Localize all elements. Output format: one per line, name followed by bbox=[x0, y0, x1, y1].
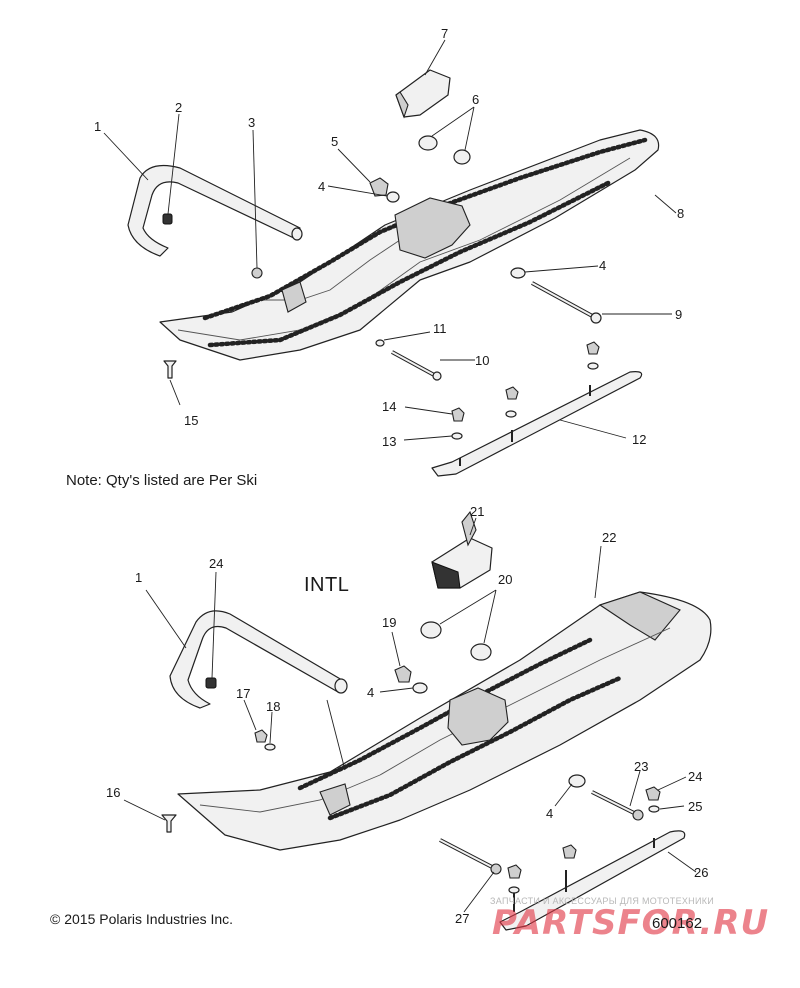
callout-2: 2 bbox=[175, 100, 182, 115]
callout-24: 24 bbox=[688, 769, 702, 784]
callout-22: 22 bbox=[602, 530, 616, 545]
callout-4: 4 bbox=[367, 685, 374, 700]
callout-9: 9 bbox=[675, 307, 682, 322]
callout-6: 6 bbox=[472, 92, 479, 107]
callout-21: 21 bbox=[470, 504, 484, 519]
callout-12: 12 bbox=[632, 432, 646, 447]
callout-24: 24 bbox=[209, 556, 223, 571]
callout-1: 1 bbox=[94, 119, 101, 134]
leader-lines-intl bbox=[123, 517, 697, 913]
wear-bar-intl bbox=[499, 830, 686, 931]
callout-1: 1 bbox=[135, 570, 142, 585]
callout-4: 4 bbox=[599, 258, 606, 273]
callout-13: 13 bbox=[382, 434, 396, 449]
callout-5: 5 bbox=[331, 134, 338, 149]
copyright-text: © 2015 Polaris Industries Inc. bbox=[50, 911, 234, 927]
callout-18: 18 bbox=[266, 699, 280, 714]
callout-25: 25 bbox=[688, 799, 702, 814]
callout-15: 15 bbox=[184, 413, 198, 428]
watermark-logo: PARTSFOR.RU bbox=[492, 903, 770, 943]
callout-23: 23 bbox=[634, 759, 648, 774]
ski-handle-intl bbox=[169, 610, 343, 709]
intl-label: INTL bbox=[304, 574, 350, 596]
wear-bar-top bbox=[431, 371, 643, 477]
callout-3: 3 bbox=[248, 115, 255, 130]
callout-4: 4 bbox=[546, 806, 553, 821]
callout-8: 8 bbox=[677, 206, 684, 221]
watermark-subtitle: ЗАПЧАСТИ И АКСЕССУАРЫ ДЛЯ МОТОТЕХНИКИ bbox=[490, 896, 715, 906]
quantity-note: Note: Qty's listed are Per Ski bbox=[66, 472, 258, 489]
callout-16: 16 bbox=[106, 785, 120, 800]
diagram-number: 600162 bbox=[652, 915, 703, 932]
callout-7: 7 bbox=[441, 26, 448, 41]
ski-assembly-intl bbox=[161, 510, 712, 931]
ski-assembly-top bbox=[127, 69, 660, 477]
leader-lines-top bbox=[103, 39, 677, 441]
callout-27: 27 bbox=[455, 911, 469, 926]
callout-11: 11 bbox=[433, 321, 447, 336]
callout-17: 17 bbox=[236, 686, 250, 701]
callout-14: 14 bbox=[382, 399, 396, 414]
callout-19: 19 bbox=[382, 615, 396, 630]
callout-20: 20 bbox=[498, 572, 512, 587]
callouts-top: 1 2 3 5 4 7 6 8 4 9 11 10 15 14 13 12 bbox=[94, 26, 684, 449]
callout-26: 26 bbox=[694, 865, 708, 880]
callout-10: 10 bbox=[475, 353, 489, 368]
ski-handle-top bbox=[127, 165, 301, 257]
callout-4: 4 bbox=[318, 179, 325, 194]
callouts-intl: 1 24 21 22 20 19 4 17 18 16 4 23 24 25 2… bbox=[106, 504, 708, 926]
